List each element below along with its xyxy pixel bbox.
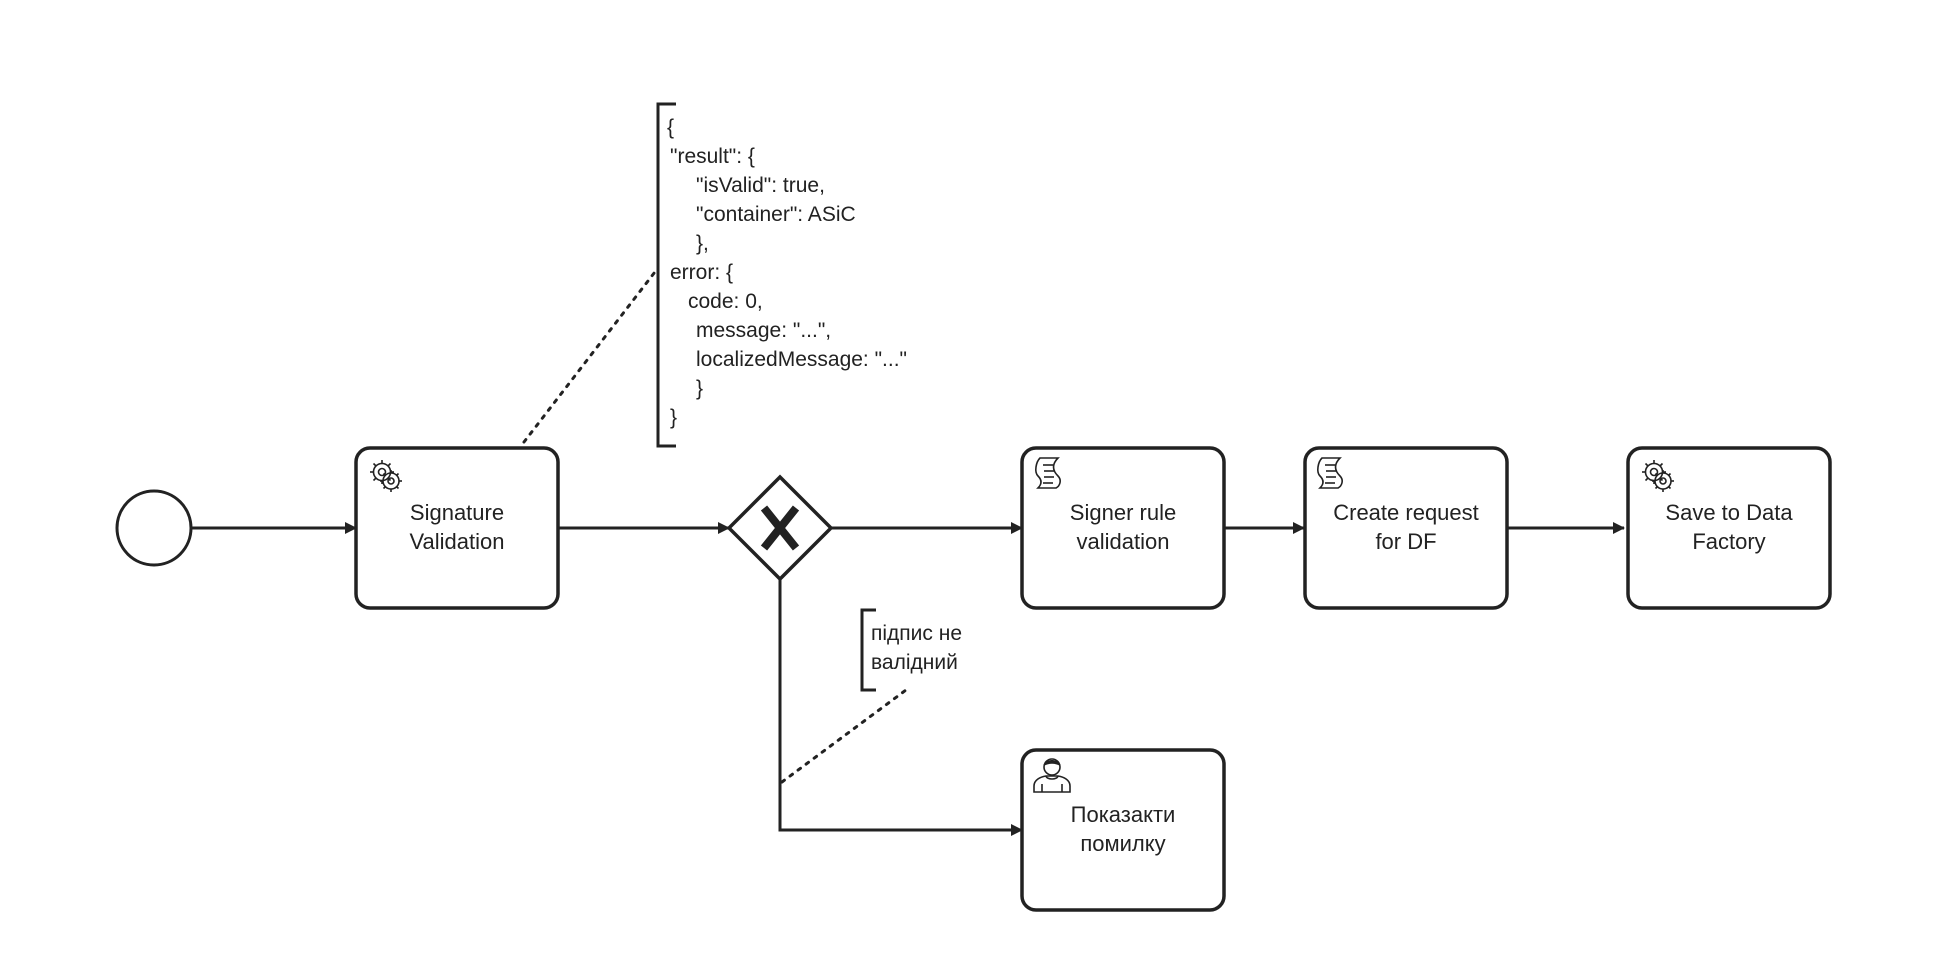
start-event[interactable] <box>115 489 193 567</box>
task-label-line1: Signature <box>410 500 504 525</box>
task-show-error[interactable]: Показакти помилку <box>1020 748 1226 912</box>
task-label-line2: Validation <box>410 529 505 554</box>
annotation-line: "result": { <box>670 145 755 168</box>
annotation-line: } <box>696 377 703 400</box>
annotation-line: localizedMessage: "..." <box>696 348 907 371</box>
task-save-to-data-factory[interactable]: Save to Data Factory <box>1626 446 1832 610</box>
annotation-line: валідний <box>871 651 958 674</box>
task-label-line2: for DF <box>1375 529 1436 554</box>
exclusive-gateway[interactable] <box>726 474 834 582</box>
annotation-result-json[interactable]: { "result": { "isValid": true, "containe… <box>656 102 907 448</box>
annotation-invalid-signature[interactable]: підпис не валідний <box>860 608 962 692</box>
annotation-line: error: { <box>670 261 733 284</box>
flow-gateway-to-show-error[interactable] <box>778 579 1023 836</box>
task-label-line2: Factory <box>1692 529 1765 554</box>
annotation-line: message: "...", <box>696 319 831 342</box>
task-label-line2: помилку <box>1080 831 1165 856</box>
association-invalid-signature <box>780 688 908 784</box>
annotation-line: code: 0, <box>688 290 763 313</box>
annotation-line: { <box>667 116 674 139</box>
annotation-line: } <box>670 406 677 429</box>
task-label-line1: Показакти <box>1071 802 1176 827</box>
gear-icon <box>370 460 402 492</box>
annotation-line: підпис не <box>871 622 962 645</box>
task-create-request-df[interactable]: Create request for DF <box>1303 446 1509 610</box>
annotation-line: "isValid": true, <box>696 174 825 197</box>
task-label-line1: Save to Data <box>1665 500 1793 525</box>
task-label-line1: Create request <box>1333 500 1479 525</box>
annotation-line: }, <box>696 232 709 255</box>
task-label-line2: validation <box>1077 529 1170 554</box>
task-signature-validation[interactable]: Signature Validation <box>354 446 560 610</box>
task-signer-rule-validation[interactable]: Signer rule validation <box>1020 446 1226 610</box>
user-icon <box>1033 758 1071 793</box>
task-label-line1: Signer rule <box>1070 500 1176 525</box>
association-result-json <box>522 266 660 444</box>
gateway-x-icon <box>760 505 800 551</box>
script-icon <box>1035 457 1061 489</box>
gear-icon <box>1642 460 1674 492</box>
script-icon <box>1317 457 1343 489</box>
annotation-line: "container": ASiC <box>696 203 856 226</box>
